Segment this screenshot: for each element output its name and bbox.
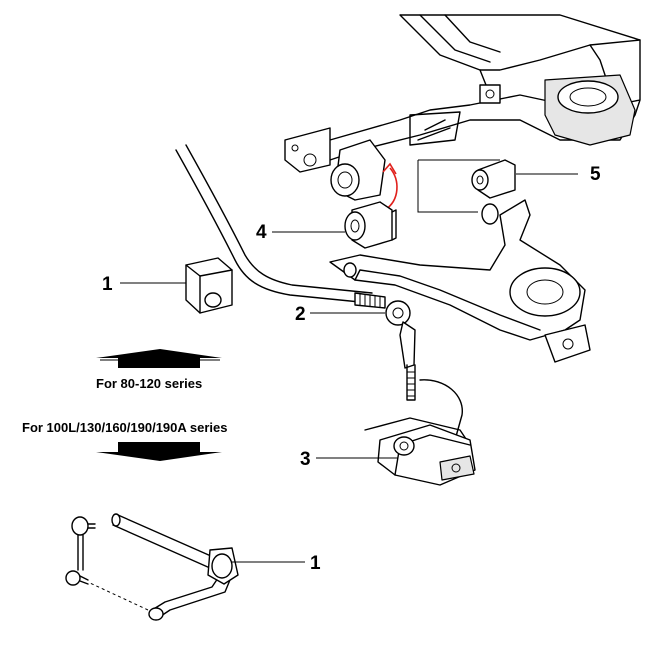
drop-link (385, 300, 416, 401)
caption-lower-series: For 100L/130/160/190/190A series (22, 420, 228, 435)
subframe (284, 14, 641, 201)
anti-roll-bar-upper (175, 144, 386, 309)
callout-4: 4 (256, 222, 267, 243)
red-direction-arrow (382, 162, 398, 211)
callout-1-upper: 1 (102, 274, 113, 295)
caption-upper-series: For 80-120 series (96, 376, 203, 391)
inset-anti-roll-bar (89, 513, 239, 621)
inset-drop-link (65, 516, 96, 586)
callout-5: 5 (590, 164, 601, 185)
arrow-up-icon (96, 349, 222, 368)
lower-bracket (364, 379, 476, 486)
callout-2: 2 (295, 304, 306, 325)
lower-control-arm (329, 199, 591, 363)
callout-3: 3 (300, 449, 311, 470)
bushing-mid (344, 201, 397, 249)
bushing-top (417, 159, 516, 213)
arrow-down-icon (96, 442, 222, 461)
callout-1-lower: 1 (310, 553, 321, 574)
bushing-upper (185, 257, 233, 314)
